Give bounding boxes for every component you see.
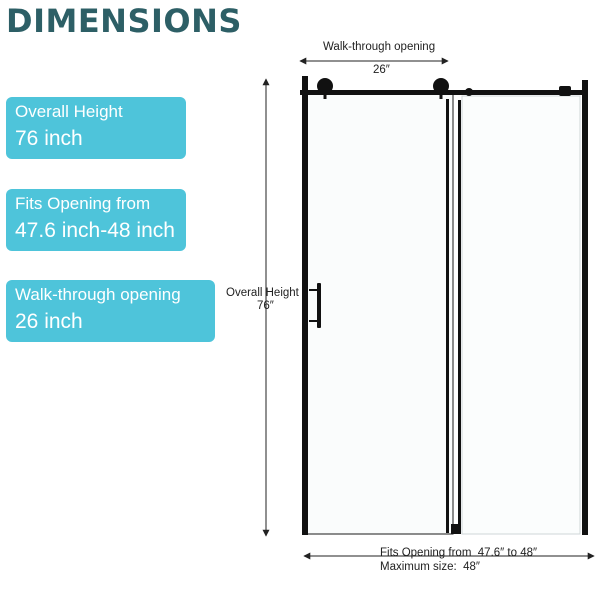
overall-height-label: Overall Height: [15, 102, 123, 121]
bar-end-connector: [559, 86, 571, 96]
walk-through-card: Walk-through opening 26 inch: [6, 280, 215, 342]
bottom-guide: [451, 524, 460, 534]
walk-through-text: Walk-through opening: [323, 41, 436, 53]
fits-opening-card: Fits Opening from 47.6 inch-48 inch: [6, 189, 186, 251]
sliding-glass-door: [304, 92, 454, 535]
walk-through-label: Walk-through opening: [15, 285, 181, 304]
overall-height-card: Overall Height 76 inch: [6, 97, 186, 159]
fixed-glass-panel: [461, 95, 581, 535]
page-title: DIMENSIONS: [6, 2, 242, 40]
fits-opening-text: Fits Opening from 47.6″ to 48″: [380, 547, 538, 559]
door-handle: [317, 283, 321, 328]
overall-height-value: 76 inch: [15, 127, 83, 150]
walk-through-value: 26 inch: [15, 310, 83, 333]
fits-opening-label: Fits Opening from: [15, 194, 151, 213]
walk-through-dimension: 26″: [373, 64, 390, 76]
height-text: Overall Height: [226, 287, 299, 299]
maximum-size-text: Maximum size: 48″: [380, 561, 480, 573]
left-jamb: [302, 76, 308, 535]
door-edge-profile: [446, 99, 449, 533]
right-jamb: [582, 80, 588, 535]
fixed-panel-profile: [458, 100, 461, 534]
bar-stopper: [465, 88, 473, 96]
height-dimension: 76″: [257, 300, 274, 312]
fits-opening-value: 47.6 inch-48 inch: [15, 219, 175, 242]
